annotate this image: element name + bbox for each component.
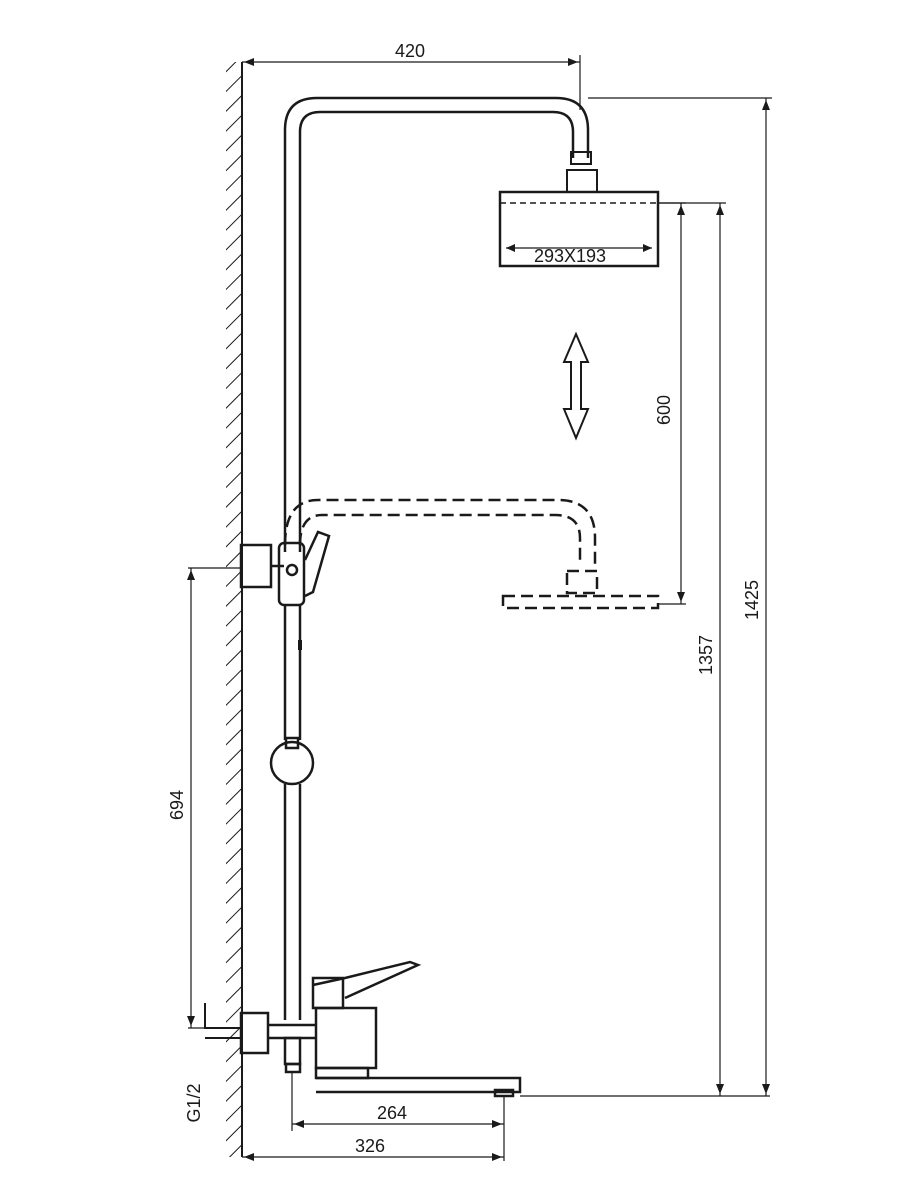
slide-bar-assembly: [239, 530, 331, 1020]
dim-head-height: 1357: [520, 202, 770, 1097]
spout-reach-label: 264: [377, 1103, 407, 1123]
total-height-label: 1425: [742, 580, 762, 620]
wall-hatching: [226, 62, 242, 1157]
shower-head-lower-dashed: [283, 498, 660, 610]
top-width-label: 420: [395, 41, 425, 61]
wall: [226, 62, 243, 1157]
inlet-spacing-label: 694: [167, 790, 187, 820]
dim-top-width: 420: [242, 41, 581, 110]
dim-inlet-spacing: 694: [167, 568, 195, 1028]
mixer-assembly: [239, 960, 522, 1098]
inlet-thread-label: G1/2: [184, 1083, 204, 1122]
head-size-label: 293X193: [534, 246, 606, 266]
dim-spout-reach: 264: [291, 1072, 505, 1161]
shower-head-upper: 293X193: [498, 190, 660, 268]
total-depth-label: 326: [355, 1136, 385, 1156]
adjust-range-label: 600: [654, 395, 674, 425]
dim-total-depth: 326: [242, 1136, 504, 1161]
shower-riser: [283, 96, 598, 552]
head-height-label: 1357: [696, 635, 716, 675]
dim-total-height: 1425: [588, 97, 772, 1096]
height-adjust-arrow-icon: [562, 331, 590, 441]
